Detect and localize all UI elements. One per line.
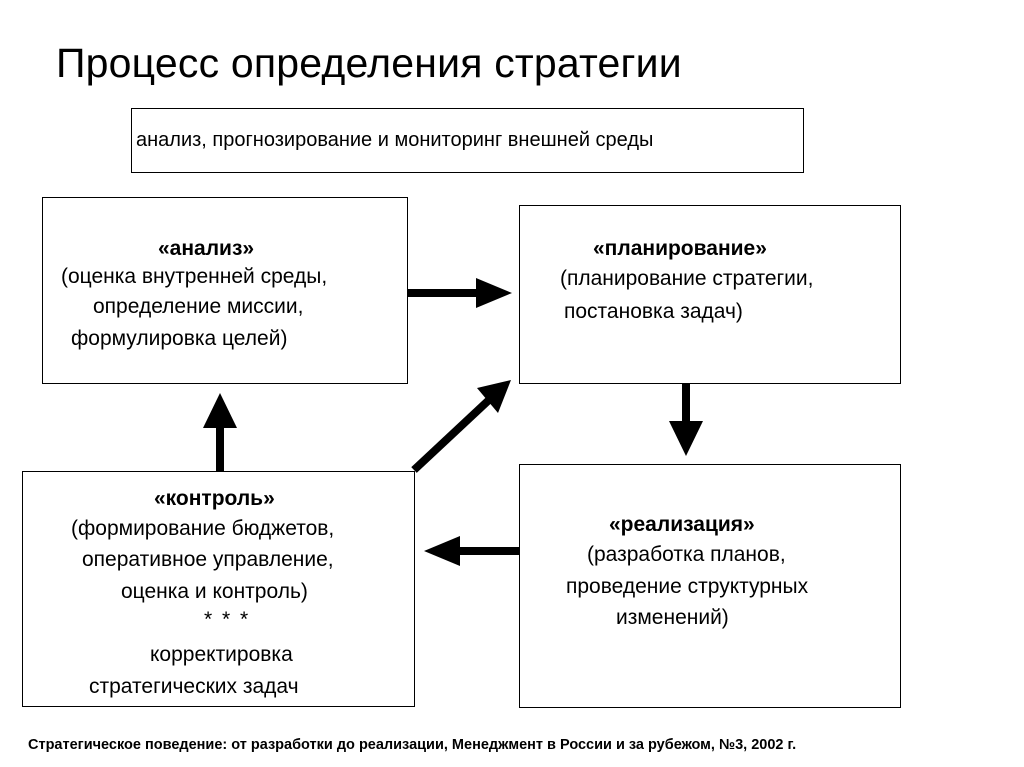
control-box: «контроль» (формирование бюджетов, опера… (22, 471, 415, 707)
control-heading: «контроль» (154, 487, 275, 510)
implementation-heading: «реализация» (609, 513, 755, 536)
control-line: стратегических задач (89, 675, 299, 698)
arrow-left-icon (424, 536, 519, 566)
planning-box: «планирование» (планирование стратегии, … (519, 205, 901, 384)
control-line: оперативное управление, (82, 548, 334, 571)
arrow-diagonal-icon (411, 380, 511, 473)
implementation-line: (разработка планов, (587, 543, 786, 566)
implementation-box: «реализация» (разработка планов, проведе… (519, 464, 901, 708)
analysis-box: «анализ» (оценка внутренней среды, опред… (42, 197, 408, 384)
control-line: оценка и контроль) (121, 580, 308, 603)
environment-text: анализ, прогнозирование и мониторинг вне… (136, 129, 654, 151)
planning-line: (планирование стратегии, (560, 267, 814, 290)
analysis-line: формулировка целей) (71, 327, 288, 350)
source-footnote: Стратегическое поведение: от разработки … (28, 737, 797, 753)
control-line: (формирование бюджетов, (71, 517, 335, 540)
control-line: * * * (204, 608, 251, 631)
control-line: корректировка (150, 643, 293, 666)
planning-line: постановка задач) (564, 300, 743, 323)
planning-heading: «планирование» (593, 237, 767, 260)
implementation-line: изменений) (616, 606, 729, 629)
arrow-up-icon (203, 393, 237, 471)
analysis-line: (оценка внутренней среды, (61, 265, 328, 288)
implementation-line: проведение структурных (566, 575, 809, 598)
arrow-down-icon (669, 384, 703, 456)
arrow-right-icon (408, 278, 512, 308)
analysis-line: определение миссии, (93, 295, 304, 318)
analysis-heading: «анализ» (158, 237, 255, 260)
environment-box: анализ, прогнозирование и мониторинг вне… (131, 108, 804, 173)
page-title: Процесс определения стратегии (56, 40, 682, 86)
